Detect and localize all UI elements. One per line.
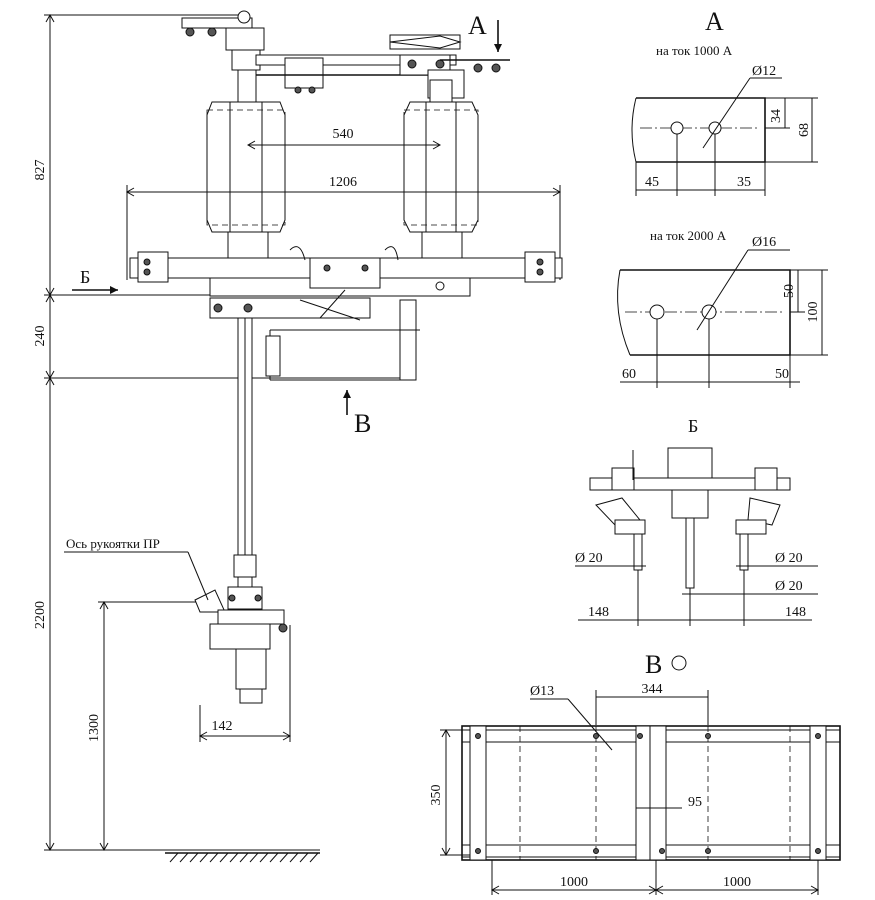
dim-a-100: 100 xyxy=(806,302,821,323)
dim-b-148-right: 148 xyxy=(785,605,806,620)
view-b: Б Ø 20 Ø 20 Ø 20 148 148 xyxy=(575,416,818,626)
dim-a-50v: 50 xyxy=(782,284,797,298)
dim-2200: 2200 xyxy=(33,601,48,629)
label-current-2000: на ток 2000 А xyxy=(650,228,727,243)
main-vertical-dimensions: 827 240 2200 1300 xyxy=(33,13,410,852)
disconnector-main-view: 540 1206 xyxy=(125,10,563,742)
dim-142: 142 xyxy=(212,719,233,734)
dim-a-68: 68 xyxy=(797,123,812,137)
dim-827: 827 xyxy=(33,160,48,181)
dim-a-d12: Ø12 xyxy=(752,64,776,79)
dim-v-344: 344 xyxy=(642,682,663,697)
dim-a-35: 35 xyxy=(737,175,751,190)
dim-540: 540 xyxy=(333,127,354,142)
view-markers: А Б В xyxy=(72,11,502,438)
dim-a-34: 34 xyxy=(769,109,784,123)
view-v: В Ø13 344 350 95 xyxy=(429,650,841,895)
dim-v-d13: Ø13 xyxy=(530,684,554,699)
handle-axis-label: Ось рукоятки ПР xyxy=(66,536,160,551)
dim-a-50h: 50 xyxy=(775,367,789,382)
view-v-marker: В xyxy=(354,409,371,438)
dim-v-350: 350 xyxy=(429,785,444,806)
dim-1300: 1300 xyxy=(87,714,102,742)
view-a: А на ток 1000 А Ø12 45 35 34 68 на ток 2… xyxy=(617,7,828,388)
dim-a-60: 60 xyxy=(622,367,636,382)
view-a-marker: А xyxy=(468,11,487,40)
dim-b-d20-center: Ø 20 xyxy=(775,579,803,594)
dim-b-d20-right: Ø 20 xyxy=(775,551,803,566)
dim-240: 240 xyxy=(33,326,48,347)
dim-1206: 1206 xyxy=(329,175,357,190)
label-current-1000: на ток 1000 А xyxy=(656,43,733,58)
view-v-title: В xyxy=(645,650,662,679)
dim-b-148-left: 148 xyxy=(588,605,609,620)
handle-axis-callout: Ось рукоятки ПР xyxy=(64,536,209,601)
dim-a-45: 45 xyxy=(645,175,659,190)
dim-v-1000-right: 1000 xyxy=(723,875,751,890)
dim-v-1000-left: 1000 xyxy=(560,875,588,890)
view-b-title: Б xyxy=(688,416,698,436)
view-b-marker: Б xyxy=(80,267,90,287)
dim-b-d20-left: Ø 20 xyxy=(575,551,603,566)
ground-hatch xyxy=(165,852,320,863)
dim-v-95: 95 xyxy=(688,795,702,810)
view-a-title: А xyxy=(705,7,724,36)
dim-a-d16: Ø16 xyxy=(752,235,776,250)
